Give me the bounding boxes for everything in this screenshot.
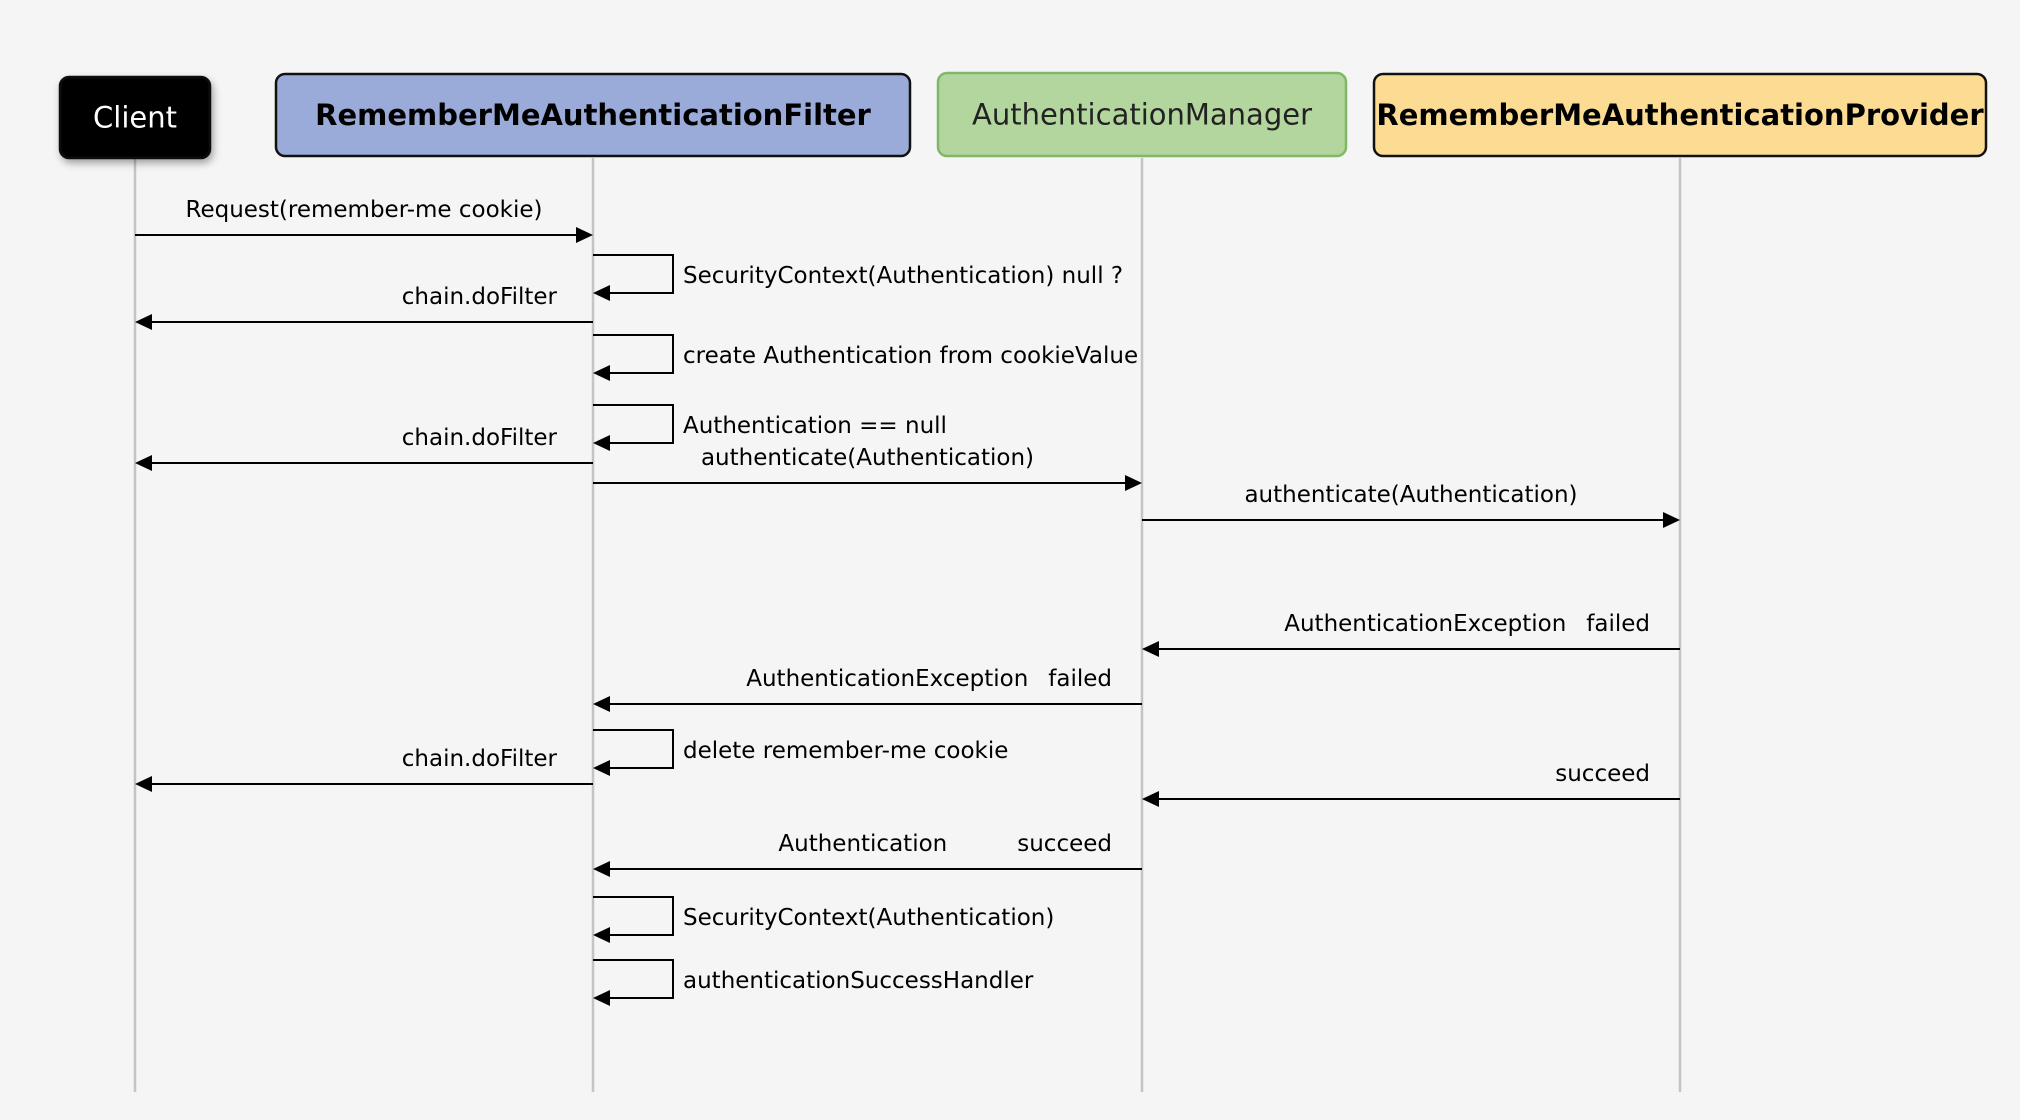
participant-box-manager — [936, 71, 1348, 158]
message-13: succeed Authentication — [609, 831, 1142, 870]
participant-label-manager: AuthenticationManager — [972, 98, 1312, 132]
message-label: SecurityContext(Authentication) null ? — [683, 263, 1123, 289]
message-7: authenticate(Authentication) — [1142, 482, 1664, 521]
participant-label-provider: RememberMeAuthenticationProvider — [1376, 98, 1984, 132]
message-label: chain.doFilter — [402, 746, 558, 772]
participant-box-client — [58, 75, 212, 160]
arrowhead — [135, 314, 152, 330]
self-call-line — [593, 729, 674, 769]
arrowhead — [1142, 641, 1159, 657]
arrowhead — [576, 227, 593, 243]
message-label: authenticationSuccessHandler — [683, 968, 1034, 994]
message-9: failed AuthenticationException — [609, 666, 1142, 705]
participant-label-filter: RememberMeAuthenticationFilter — [315, 98, 871, 132]
participant-box-filter — [274, 72, 912, 158]
arrowhead — [593, 365, 610, 381]
message-4: Authentication == null — [593, 404, 947, 444]
self-call-line — [593, 896, 674, 936]
message-label: delete remember-me cookie — [683, 738, 1008, 764]
self-call-line — [593, 254, 674, 294]
message-5: chain.doFilter — [151, 425, 593, 464]
message-11: chain.doFilter — [151, 746, 593, 785]
participant-filter: RememberMeAuthenticationFilter — [274, 72, 912, 158]
message-label: SecurityContext(Authentication) — [683, 905, 1054, 931]
message-1: SecurityContext(Authentication) null ? — [593, 254, 1123, 294]
message-label: chain.doFilter — [402, 284, 558, 310]
message-14: SecurityContext(Authentication) — [593, 896, 1054, 936]
message-0: Request(remember-me cookie) — [135, 197, 577, 236]
message-label: Authentication == null — [683, 413, 947, 439]
status-succeed: succeed — [1555, 761, 1650, 787]
status-succeed: succeed — [1017, 831, 1112, 857]
message-label: Request(remember-me cookie) — [186, 197, 543, 223]
self-call-line — [593, 334, 674, 374]
participant-box-provider — [1372, 72, 1988, 158]
message-10: delete remember-me cookie — [593, 729, 1008, 769]
message-label: authenticate(Authentication) — [701, 445, 1034, 471]
arrowhead — [593, 435, 610, 451]
arrowhead — [593, 861, 610, 877]
message-3: create Authentication from cookieValue — [593, 334, 1138, 374]
message-label: authenticate(Authentication) — [1244, 482, 1577, 508]
status-failed: failed — [1586, 611, 1650, 637]
arrowhead — [593, 285, 610, 301]
participant-label-client: Client — [93, 101, 177, 135]
arrowhead — [1142, 791, 1159, 807]
participant-provider: RememberMeAuthenticationProvider — [1372, 72, 1988, 158]
arrowhead — [135, 776, 152, 792]
arrowhead — [593, 927, 610, 943]
message-6: authenticate(Authentication) — [593, 445, 1126, 484]
participant-manager: AuthenticationManager — [936, 71, 1348, 158]
self-call-line — [593, 959, 674, 999]
arrowhead — [135, 455, 152, 471]
message-label: create Authentication from cookieValue — [683, 343, 1138, 369]
arrowhead — [593, 760, 610, 776]
message-8: failed AuthenticationException — [1158, 611, 1680, 650]
status-failed: failed — [1048, 666, 1112, 692]
self-call-line — [593, 404, 674, 444]
message-12: succeed — [1158, 761, 1680, 800]
arrowhead — [593, 696, 610, 712]
message-15: authenticationSuccessHandler — [593, 959, 1034, 999]
participant-client: Client — [58, 75, 212, 160]
message-label: AuthenticationException — [1284, 611, 1566, 637]
arrowhead — [1663, 512, 1680, 528]
message-2: chain.doFilter — [151, 284, 593, 323]
message-label: Authentication — [778, 831, 947, 857]
arrowhead — [593, 990, 610, 1006]
message-label: chain.doFilter — [402, 425, 558, 451]
arrowhead — [1125, 475, 1142, 491]
message-label: AuthenticationException — [746, 666, 1028, 692]
